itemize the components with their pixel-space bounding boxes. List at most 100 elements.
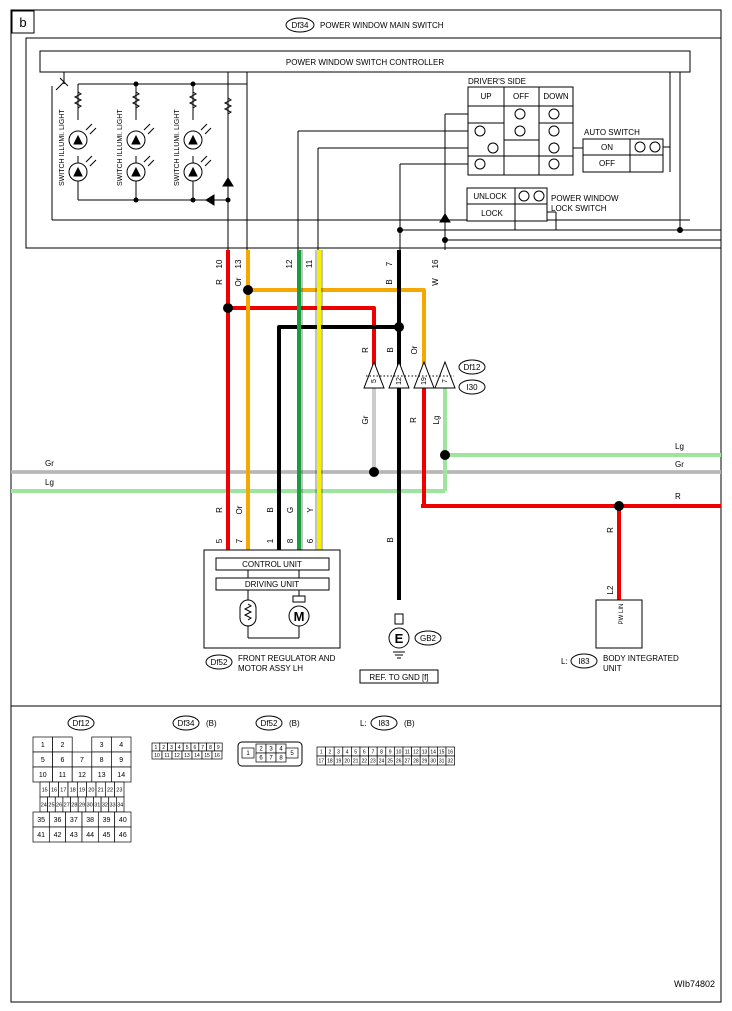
harness-gr-right: Gr [675,460,684,469]
i83-pin-label: 12 [413,749,419,755]
i83-pin-label: 6 [363,749,366,755]
lock-lock-label: LOCK [481,209,503,218]
df12-pin-label: 19 [79,787,85,793]
main-switch-code-badge [285,17,315,33]
ground-icon: E [395,631,404,646]
df52-pin-label: 1 [246,751,250,757]
i83-pin-label: 28 [413,758,419,764]
df34-code: Df34 [178,719,195,728]
df52-pin-label: 2 [259,747,263,753]
i83-pin-label: 26 [396,758,402,764]
i83-pin-label: 16 [448,749,454,755]
df34-pin-label: 12 [174,753,180,759]
df12-pin-label: 4 [119,742,123,749]
main-switch-code: Df34 [292,21,309,30]
body-pin: L2 [606,585,615,594]
wires [226,250,621,600]
lock-switch [466,187,548,222]
ground-code-badge [414,630,442,646]
df12-pin-label: 37 [70,817,78,824]
i83-pin-label: 32 [448,758,454,764]
df52-pin-label: 6 [259,756,263,762]
mid-label-b: B [386,347,395,352]
i83-pin-label: 2 [329,749,332,755]
drivers-side-switch [467,86,574,176]
df12-pin-label: 29 [79,802,85,808]
df52-pin-label: 4 [279,747,283,753]
i83-pin-label: 30 [430,758,436,764]
df52-badge [255,715,283,731]
body-unit-box [595,599,643,649]
motor-pin: 7 [235,538,244,543]
df52-cell [285,747,299,759]
pin-color: Or [234,277,243,286]
df12-pin-label: 36 [54,817,62,824]
wire-junctions [223,285,624,511]
body-code-badge [570,653,598,669]
df34-pin-label: 9 [217,745,220,751]
joint-code1: Df12 [464,363,481,372]
df52-pin-label: 5 [290,751,294,757]
df12-pin-label: 45 [103,832,111,839]
motor-assy-box [203,549,341,649]
mid-label-gr: Gr [361,415,370,424]
driving-unit-label: DRIVING UNIT [245,580,299,589]
wire-outlines [301,250,323,550]
joint-code2: I30 [466,383,478,392]
df12-pin-label: 46 [119,832,127,839]
i83-pin-label: 18 [327,758,333,764]
df34-pin-label: 3 [170,745,173,751]
body-pw-lin: PW LIN [619,604,625,625]
mid-label-r2: R [409,417,418,423]
lock-unlock-label: UNLOCK [473,192,507,201]
i83-pin-label: 19 [336,758,342,764]
df52-pin-label: 7 [269,756,273,762]
df12-pin-label: 31 [94,802,100,808]
df34-cell [211,750,223,760]
harness-lg-right: Lg [675,442,684,451]
i83-pin-label: 5 [354,749,357,755]
i83-code: I83 [378,719,390,728]
body-name-2: UNIT [603,664,622,673]
motor-name-1: FRONT REGULATOR AND [238,654,336,663]
df12-pin-label: 3 [100,742,104,749]
motor-pin: 8 [286,538,295,543]
i83-pin-label: 21 [353,758,359,764]
joint-pin: 12 [396,377,403,385]
ground-ref-box [359,669,439,684]
df12-cell [114,826,132,843]
df52-suffix: (B) [289,719,300,728]
joint-pin: 5 [371,379,378,383]
i83-pin-label: 15 [439,749,445,755]
df12-pin-label: 17 [60,787,66,793]
main-switch-box [25,37,722,249]
ground-symbol [388,613,410,659]
mid-label-or: Or [410,345,419,354]
i83-pin-label: 11 [405,749,410,755]
main-switch-pins: 10 R 13 Or 12 11 7 B 16 W [215,259,440,286]
df12-pin-label: 11 [59,772,66,779]
df34-badge [172,715,200,731]
i83-pin-label: 20 [344,758,350,764]
motor-wire-color: G [286,507,295,513]
i83-pin-label: 7 [372,749,375,755]
df12-pin-label: 40 [119,817,127,824]
harness-r-right: R [675,492,681,501]
main-switch-name: POWER WINDOW MAIN SWITCH [320,21,444,30]
df12-pin-label: 7 [80,757,84,764]
df12-pin-label: 41 [37,832,45,839]
df34-pin-label: 11 [164,753,169,759]
df12-pin-label: 43 [70,832,78,839]
i83-pin-label: 13 [422,749,428,755]
auto-switch-title: AUTO SWITCH [584,128,640,137]
body-prefix: L: [561,657,568,666]
switch-internal-wiring [297,72,721,250]
df12-pin-label: 24 [41,802,47,808]
illum-label-3: SWITCH ILLUMI. LIGHT [174,109,181,186]
joint-code1-badge [458,359,486,375]
body-wire-color: R [606,527,615,533]
